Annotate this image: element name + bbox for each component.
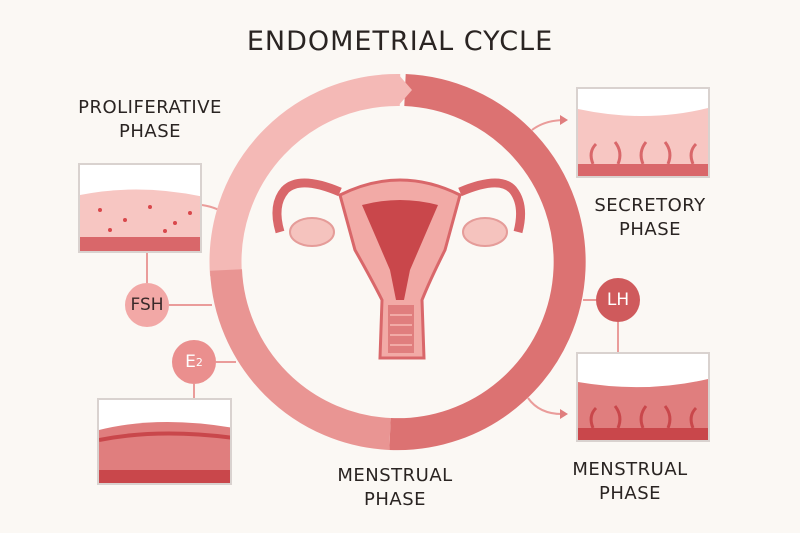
fsh-badge: FSH — [125, 283, 169, 327]
page-title: ENDOMETRIAL CYCLE — [246, 26, 554, 57]
e2-subscript: 2 — [195, 355, 203, 369]
e2-label: E — [185, 352, 196, 372]
secretory-tissue-panel — [576, 87, 710, 178]
lh-label: LH — [606, 290, 630, 310]
uterus-illustration — [272, 178, 526, 360]
label-line: PHASE — [118, 121, 181, 142]
menstrual-tissue-panel-left — [97, 398, 232, 485]
label-line: PHASE — [598, 483, 661, 504]
arrow-head-icon — [560, 115, 568, 125]
proliferative-tissue-panel — [78, 163, 202, 253]
fsh-label: FSH — [130, 295, 164, 315]
lh-badge: LH — [596, 278, 640, 322]
menstrual-phase-label-center: MENSTRUAL PHASE — [310, 464, 480, 512]
label-line: PHASE — [618, 219, 681, 240]
label-line: PROLIFERATIVE — [78, 97, 222, 118]
secretory-phase-label: SECRETORY PHASE — [570, 194, 730, 242]
label-line: PHASE — [363, 489, 426, 510]
label-line: SECRETORY — [594, 195, 706, 216]
label-line: MENSTRUAL — [337, 465, 453, 486]
arrow-head-icon — [560, 409, 568, 419]
proliferative-phase-label: PROLIFERATIVE PHASE — [60, 96, 240, 144]
label-line: MENSTRUAL — [572, 459, 688, 480]
ring-arrow-icon — [398, 74, 412, 106]
ring-segment-menstrual — [210, 269, 391, 450]
ring-segment-secretory — [389, 74, 586, 451]
menstrual-phase-label-right: MENSTRUAL PHASE — [550, 458, 710, 506]
menstrual-tissue-panel-right — [576, 352, 710, 442]
ring-segment-proliferative — [209, 73, 401, 277]
